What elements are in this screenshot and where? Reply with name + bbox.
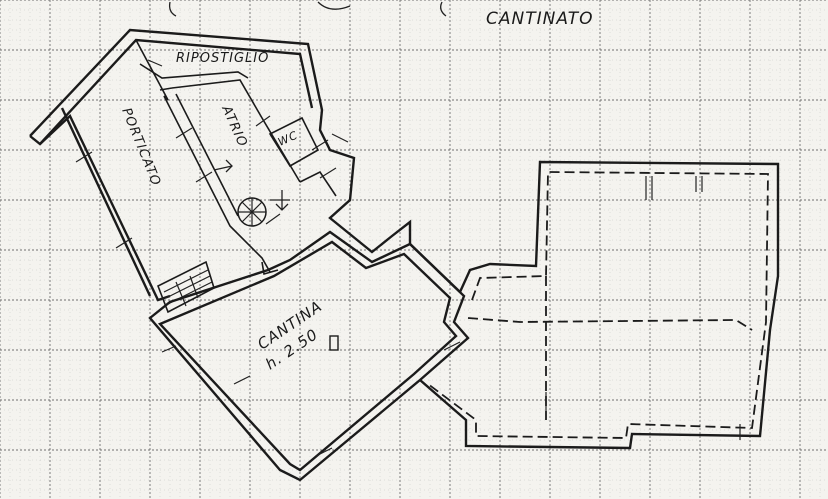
cantina-walls (148, 230, 470, 482)
room-label-atrio: ATRIO (218, 103, 250, 150)
dimension-ticks (75, 59, 461, 457)
room-label-wc: WC (276, 129, 300, 149)
upper-block-walls (29, 28, 461, 314)
drawing-title: CANTINATO (486, 9, 594, 29)
annex-walls (419, 160, 780, 450)
room-label-ripostiglio: RIPOSTIGLIO (176, 51, 269, 66)
spiral-stair (237, 197, 267, 227)
room-label-porticato: PORTICATO (118, 106, 163, 189)
direction-arrows (213, 159, 290, 211)
scribble-marks (168, 1, 447, 17)
cantina-fixture (329, 335, 339, 351)
